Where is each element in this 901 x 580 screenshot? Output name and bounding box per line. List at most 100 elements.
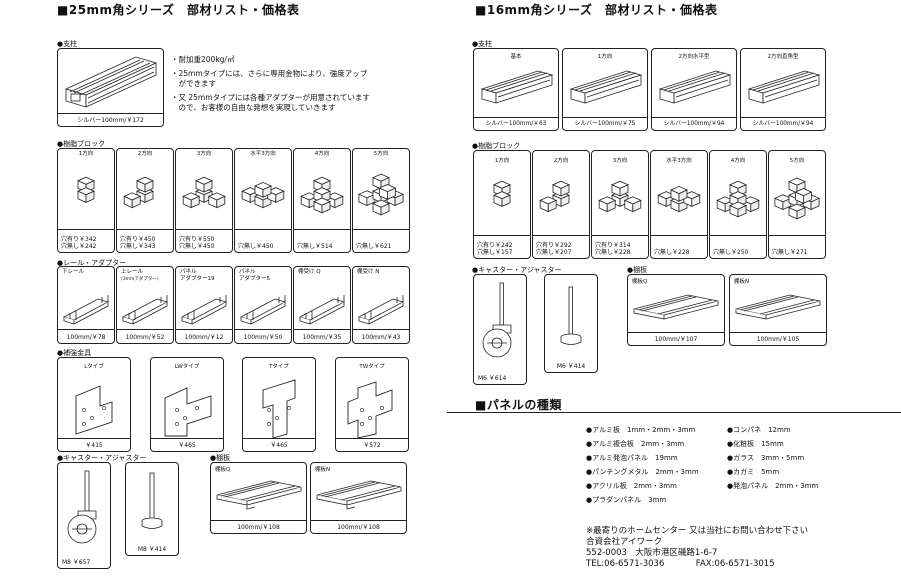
rail-price: 100mm/￥35 bbox=[302, 334, 342, 341]
reinforcement-bracket-icon bbox=[347, 381, 393, 439]
right-shelf-card: 棚板Q 100mm/￥107 bbox=[627, 274, 725, 346]
left-block-card: 5方向 穴無し￥621 bbox=[352, 148, 410, 253]
panel-type-item: ●ガラス 3mm・5mm bbox=[727, 454, 805, 462]
left-rail-card: パネルアダプター19 100mm/￥12 bbox=[175, 266, 233, 344]
left-rail-section-label: ●レール・アダプター bbox=[57, 259, 127, 267]
card-divider bbox=[336, 438, 408, 439]
card-divider bbox=[652, 117, 736, 118]
panel-types-col2: ●コンパネ 12mm ●化粧板 15mm ●ガラス 3mm・5mm ●カガミ 5… bbox=[727, 423, 818, 493]
block-price: 穴無し￥228 bbox=[654, 249, 689, 257]
right-post-card: 2方向水平型 シルバー100mm/￥94 bbox=[651, 48, 737, 131]
left-caster-wheel-price: M8 ￥657 bbox=[62, 559, 91, 566]
right-block-section-label: ●樹脂ブロック bbox=[472, 142, 521, 150]
block-price-line: 穴有り￥342 bbox=[61, 236, 97, 243]
right-post-card: 1方向 シルバー100mm/￥75 bbox=[562, 48, 648, 131]
adjuster-foot-icon bbox=[141, 472, 163, 529]
right-adjuster-card: M6 ￥414 bbox=[544, 274, 598, 373]
resin-block-icon bbox=[357, 173, 405, 216]
feature-line: ができます bbox=[171, 79, 216, 88]
resin-block-icon bbox=[539, 180, 570, 213]
card-divider bbox=[474, 235, 530, 236]
card-divider bbox=[176, 329, 232, 330]
bracket-type-label: Lタイプ bbox=[84, 364, 104, 370]
bracket-price: ￥465 bbox=[178, 442, 196, 449]
bracket-price: ￥415 bbox=[85, 442, 103, 449]
card-divider bbox=[176, 229, 232, 230]
card-divider bbox=[592, 235, 648, 236]
left-block-card: 4方向 穴無し￥514 bbox=[293, 148, 351, 253]
card-divider bbox=[117, 229, 173, 230]
card-divider bbox=[151, 438, 223, 439]
rail-type-sublabel: アダプター19 bbox=[180, 276, 215, 282]
left-adjuster-card: M8 ￥414 bbox=[125, 462, 179, 556]
resin-block-icon bbox=[598, 180, 642, 213]
right-shelf-card: 棚板N 100mm/￥105 bbox=[729, 274, 827, 346]
panel-type-item: ●化粧板 15mm bbox=[727, 440, 784, 448]
block-price-line: 穴無し￥343 bbox=[120, 242, 156, 250]
card-divider bbox=[730, 332, 826, 333]
rail-type-label: パネル bbox=[180, 269, 197, 275]
block-price: 穴無し￥514 bbox=[297, 243, 332, 251]
card-divider bbox=[294, 329, 350, 330]
right-caster-section-label: ●キャスター・アジャスター bbox=[472, 266, 562, 274]
card-divider bbox=[235, 329, 291, 330]
block-price-line: 穴無し￥621 bbox=[356, 242, 392, 250]
right-post-card: 2方向直角型 シルバー100mm/￥94 bbox=[740, 48, 826, 131]
left-caster-wheel-card: M8 ￥657 bbox=[57, 462, 111, 569]
rail-profile-icon bbox=[298, 295, 346, 325]
caster-wheel-icon bbox=[67, 470, 97, 544]
rail-price: 100mm/￥12 bbox=[184, 334, 224, 341]
left-shelf-card: 棚板Q 100mm/￥108 bbox=[210, 462, 307, 534]
caster-wheel-icon bbox=[482, 282, 512, 358]
block-price-line: 穴無し￥207 bbox=[536, 248, 572, 256]
card-divider bbox=[58, 329, 114, 330]
block-price-line: 穴有り￥450 bbox=[120, 236, 156, 243]
resin-block-icon bbox=[493, 180, 511, 208]
block-type-label: 1方向 bbox=[494, 158, 510, 164]
bracket-price: ￥465 bbox=[270, 442, 288, 449]
reinforcement-bracket-icon bbox=[75, 385, 113, 435]
right-block-card: 水平3方向 穴無し￥228 bbox=[650, 150, 708, 259]
shelf-type-label: 棚板Q bbox=[632, 279, 648, 285]
reinforcement-bracket-icon bbox=[262, 379, 296, 439]
aluminum-post-16-icon bbox=[569, 70, 643, 104]
resin-block-icon bbox=[77, 176, 95, 204]
resin-block-icon bbox=[241, 181, 285, 209]
card-divider bbox=[769, 235, 825, 236]
phone-number: TEL:06-6571-3036 bbox=[586, 559, 665, 569]
rail-type-sublabel: (3mmアダプター) bbox=[121, 277, 159, 282]
left-rail-card: 下レール 100mm/￥78 bbox=[57, 266, 115, 344]
rail-profile-icon bbox=[239, 295, 287, 325]
block-price: 穴無し￥271 bbox=[772, 249, 807, 257]
card-divider bbox=[651, 235, 707, 236]
shelf-board-icon bbox=[633, 294, 719, 320]
shelf-board-icon bbox=[216, 480, 302, 510]
rail-price: 100mm/￥50 bbox=[243, 334, 283, 341]
bracket-price: ￥572 bbox=[363, 442, 381, 449]
shelf-type-label: 棚板N bbox=[315, 467, 331, 473]
left-bracket-card: Tタイプ ￥465 bbox=[242, 357, 316, 452]
left-rail-card: 棚受け N 100mm/￥43 bbox=[352, 266, 410, 344]
card-divider bbox=[311, 520, 406, 521]
company-name: 合資会社アイワーク bbox=[586, 537, 663, 547]
post-price: シルバー100mm/￥63 bbox=[485, 121, 547, 127]
left-shelf-card: 棚板N 100mm/￥108 bbox=[310, 462, 407, 534]
right-post-card: 基本 シルバー100mm/￥63 bbox=[473, 48, 559, 131]
left-post-section-label: ●支柱 bbox=[57, 40, 78, 48]
contact-block: ※最寄りのホームセンター 又は当社にお問い合わせ下さい 合資会社アイワーク 55… bbox=[586, 526, 808, 570]
card-divider bbox=[117, 329, 173, 330]
block-price: 穴無し￥621 bbox=[356, 242, 392, 251]
shelf-board-icon bbox=[735, 294, 821, 320]
block-price-line: 穴有り￥292 bbox=[536, 242, 572, 249]
card-divider bbox=[58, 438, 130, 439]
block-price: 穴無し￥450 bbox=[238, 242, 274, 251]
aluminum-post-16-icon bbox=[480, 70, 554, 104]
shelf-type-label: 棚板Q bbox=[215, 467, 231, 473]
resin-block-icon bbox=[123, 176, 154, 209]
block-price-line: 穴無し￥450 bbox=[238, 242, 274, 250]
left-rail-card: 棚受け Q 100mm/￥35 bbox=[293, 266, 351, 344]
